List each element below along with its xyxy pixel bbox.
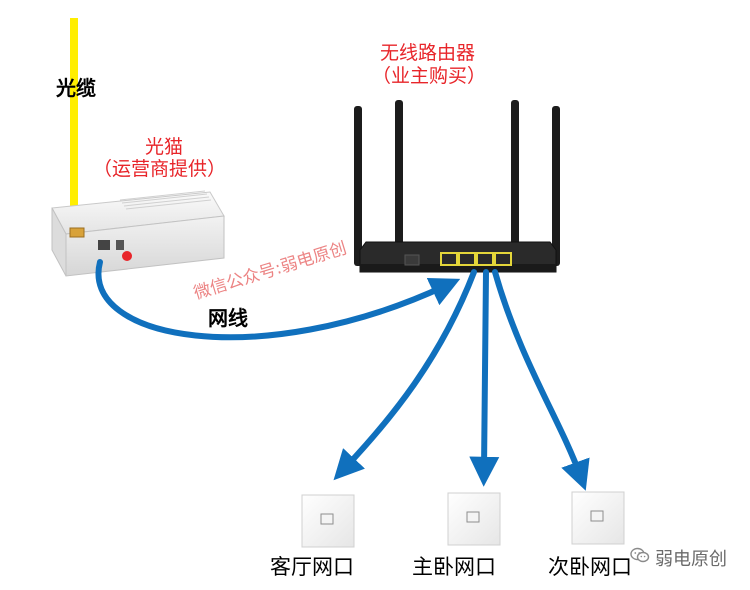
wall-port-master-bedroom xyxy=(447,492,501,546)
router-antenna xyxy=(552,106,560,266)
wall-port-second-bedroom xyxy=(571,491,625,545)
ethernet-jack xyxy=(590,510,604,522)
arrow-to-second-bedroom xyxy=(492,269,590,491)
arrow-to-living-room xyxy=(333,269,477,481)
brand-name: 弱电原创 xyxy=(655,549,727,570)
arrow-to-master-bedroom xyxy=(469,269,500,487)
ethernet-jack xyxy=(466,511,480,523)
ethernet-jack xyxy=(320,513,334,525)
port-label-second-bedroom: 次卧网口 xyxy=(548,555,632,579)
router-antenna xyxy=(395,100,403,258)
modem-label: 光猫 xyxy=(145,136,184,158)
modem-power-port xyxy=(116,240,124,250)
modem-lan-port xyxy=(98,240,110,250)
wall-port-living-room xyxy=(301,494,355,548)
router-lan-ports xyxy=(440,252,512,266)
port-label-master-bedroom: 主卧网口 xyxy=(412,555,496,579)
router-sublabel: （业主购买） xyxy=(372,65,487,87)
router-label: 无线路由器 xyxy=(380,42,476,64)
router-antenna xyxy=(511,100,519,258)
modem-power-button xyxy=(122,251,132,261)
modem-fiber-connector xyxy=(69,227,85,238)
wireless-router xyxy=(354,100,560,273)
router-antenna xyxy=(354,106,362,266)
cable-arrows xyxy=(95,259,590,491)
fiber-cable-label: 光缆 xyxy=(56,76,96,100)
arrow-modem-to-router xyxy=(95,259,461,341)
brand-signature: 弱电原创 xyxy=(630,545,727,571)
optical-modem xyxy=(51,190,225,277)
fiber-optic-cable xyxy=(70,18,78,208)
modem-vent xyxy=(119,190,212,210)
wechat-icon xyxy=(630,547,650,569)
network-cable-label: 网线 xyxy=(208,306,248,330)
port-label-living-room: 客厅网口 xyxy=(270,555,354,579)
modem-sublabel: （运营商提供） xyxy=(93,158,227,180)
router-wan-port xyxy=(404,254,420,266)
